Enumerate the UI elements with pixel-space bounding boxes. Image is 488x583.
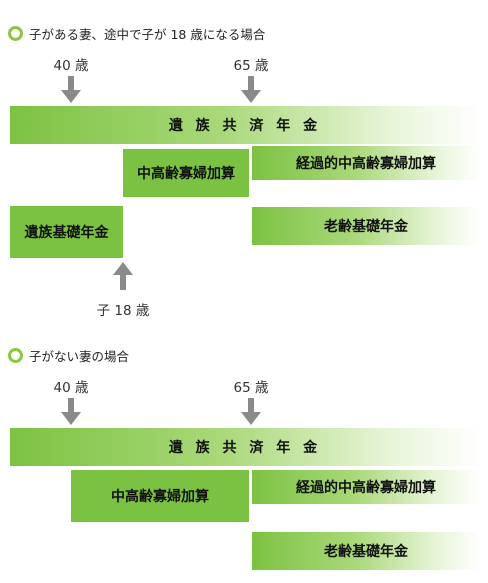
survivor-pension-label: 遺 族 共 済 年 金: [168, 440, 322, 456]
age-65-label: 65 歳: [233, 58, 269, 74]
survivor-pension-bar: 遺 族 共 済 年 金: [10, 106, 480, 144]
down-arrow-icon: [61, 76, 81, 103]
section-2-title-text: 子がない妻の場合: [29, 349, 130, 364]
old-age-basic-bar: 老齢基礎年金: [252, 532, 480, 570]
age-65-label: 65 歳: [233, 380, 269, 396]
transitional-widow-bar: 経過的中高齢寡婦加算: [252, 146, 480, 180]
survivor-pension-label: 遺 族 共 済 年 金: [168, 118, 322, 134]
old-age-basic-label: 老齢基礎年金: [324, 219, 408, 235]
old-age-basic-label: 老齢基礎年金: [324, 544, 408, 560]
middle-aged-widow-bar: 中高齢寡婦加算: [123, 149, 249, 197]
child-18-label: 子 18 歳: [96, 303, 150, 319]
bullet-icon: [8, 348, 23, 363]
old-age-basic-bar: 老齢基礎年金: [252, 207, 480, 245]
basic-survivor-bar: 遺族基礎年金: [10, 206, 123, 258]
middle-aged-widow-label: 中高齢寡婦加算: [111, 489, 209, 505]
section-1-title-text: 子がある妻、途中で子が 18 歳になる場合: [29, 27, 266, 42]
transitional-widow-label: 経過的中高齢寡婦加算: [296, 480, 436, 496]
bullet-icon: [8, 26, 23, 41]
age-40-label: 40 歳: [53, 58, 89, 74]
down-arrow-icon: [241, 398, 261, 425]
transitional-widow-label: 経過的中高齢寡婦加算: [296, 156, 436, 172]
transitional-widow-bar: 経過的中高齢寡婦加算: [252, 470, 480, 504]
basic-survivor-label: 遺族基礎年金: [24, 225, 109, 241]
up-arrow-icon: [113, 262, 133, 290]
survivor-pension-bar: 遺 族 共 済 年 金: [10, 428, 480, 466]
section-1-title: 子がある妻、途中で子が 18 歳になる場合: [8, 24, 265, 43]
section-2-title: 子がない妻の場合: [8, 346, 129, 365]
middle-aged-widow-label: 中高齢寡婦加算: [137, 166, 235, 182]
middle-aged-widow-bar: 中高齢寡婦加算: [71, 470, 249, 522]
down-arrow-icon: [61, 398, 81, 425]
down-arrow-icon: [241, 76, 261, 103]
age-40-label: 40 歳: [53, 380, 89, 396]
